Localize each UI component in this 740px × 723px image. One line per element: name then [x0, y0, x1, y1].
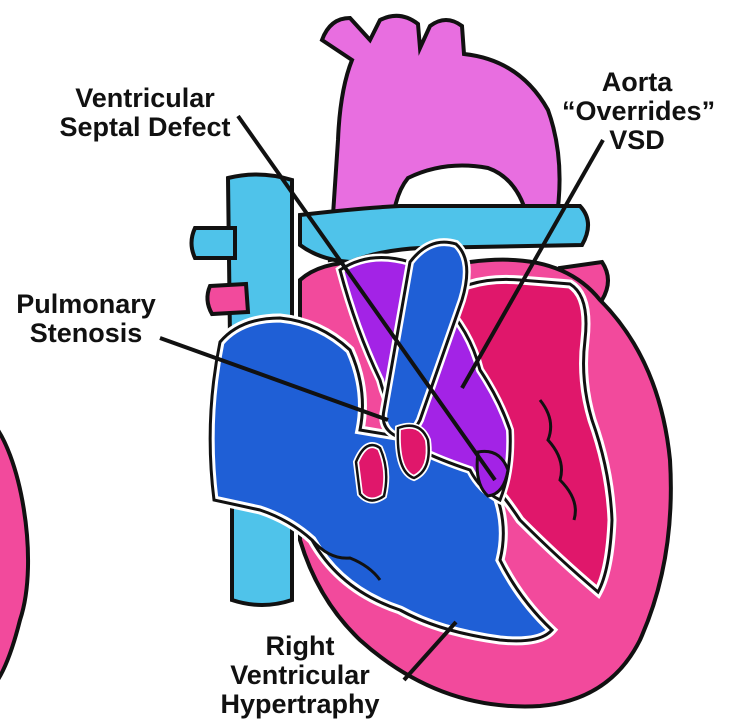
label-vsd-line1: Ventricular: [50, 84, 240, 113]
label-ventricular-septal-defect: Ventricular Septal Defect: [50, 84, 240, 142]
label-aorta-line2: “Overrides”: [562, 97, 712, 126]
label-aorta-line1: Aorta: [562, 68, 712, 97]
label-aorta-line3: VSD: [562, 126, 712, 155]
label-rvh-line2: Ventricular: [205, 661, 395, 690]
label-pulmonary-stenosis: Pulmonary Stenosis: [0, 290, 172, 348]
label-right-ventricular-hypertrophy: Right Ventricular Hypertraphy: [205, 632, 395, 719]
pulmonary-vein-left: [207, 284, 248, 314]
adjacent-heart-fragment: [0, 420, 28, 690]
label-ps-line1: Pulmonary: [0, 290, 172, 319]
vessel-branch-left: [192, 228, 236, 258]
label-rvh-line1: Right: [205, 632, 395, 661]
label-ps-line2: Stenosis: [0, 319, 172, 348]
label-vsd-line2: Septal Defect: [50, 113, 240, 142]
label-aorta-overrides-vsd: Aorta “Overrides” VSD: [562, 68, 712, 155]
label-rvh-line3: Hypertraphy: [205, 690, 395, 719]
